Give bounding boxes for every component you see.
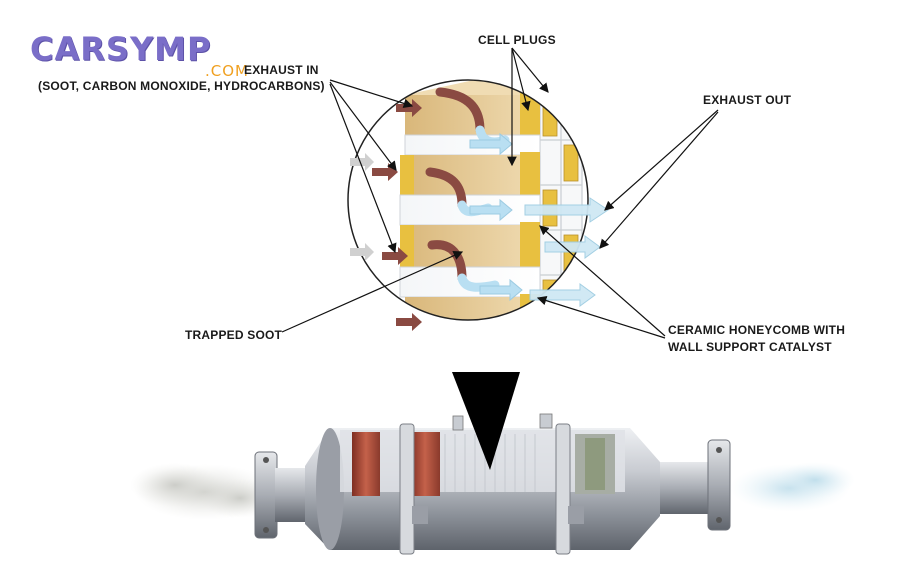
zoom-pointer [452, 372, 520, 470]
label-ceramic-line1: CERAMIC HONEYCOMB WITH [668, 323, 846, 337]
label-trapped-soot: TRAPPED SOOT [185, 328, 283, 342]
label-cell-plugs: CELL PLUGS [478, 33, 556, 47]
magnified-view [347, 79, 609, 331]
label-exhaust-in: EXHAUST IN [244, 63, 319, 77]
label-ceramic-line2: WALL SUPPORT CATALYST [668, 340, 832, 354]
label-exhaust-out: EXHAUST OUT [703, 93, 792, 107]
carsymp-logo-suffix: .COM [205, 62, 249, 80]
label-exhaust-in-detail: (SOOT, CARBON MONOXIDE, HYDROCARBONS) [38, 79, 325, 93]
carsymp-logo: CARSYMP [30, 30, 212, 68]
dpf-housing [130, 413, 855, 555]
leader-lines [281, 47, 719, 339]
